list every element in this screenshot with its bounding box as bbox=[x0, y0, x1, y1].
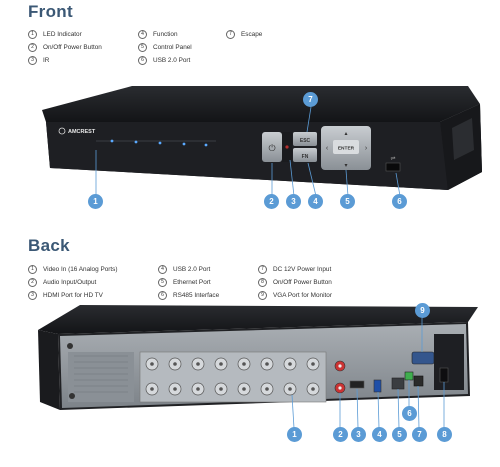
usb-icon: ⇌ bbox=[390, 155, 395, 162]
led-light bbox=[182, 142, 186, 146]
back-callout-5: 5 bbox=[392, 427, 407, 442]
front-callout-2: 2 bbox=[264, 194, 279, 209]
front-callout-3: 3 bbox=[286, 194, 301, 209]
back-title: Back bbox=[28, 236, 70, 255]
back-callout-6: 6 bbox=[402, 406, 417, 421]
brand-name: AMCREST bbox=[68, 129, 96, 135]
led-light bbox=[204, 143, 208, 147]
usb-port-back bbox=[373, 379, 382, 393]
power-button[interactable] bbox=[262, 132, 282, 162]
ethernet-port bbox=[391, 377, 405, 390]
amcrest-logo-icon bbox=[58, 127, 66, 135]
led-light bbox=[110, 139, 114, 143]
arrow-up-icon: ▴ bbox=[344, 131, 347, 137]
arrow-left-icon: ‹ bbox=[326, 145, 329, 152]
back-leader-lines bbox=[291, 318, 445, 429]
back-callout-3: 3 bbox=[351, 427, 366, 442]
front-callout-6: 6 bbox=[392, 194, 407, 209]
back-callout-8: 8 bbox=[437, 427, 452, 442]
video-input-ports bbox=[139, 351, 327, 403]
screw-icon bbox=[69, 393, 75, 399]
led-light bbox=[158, 141, 162, 145]
front-callout-1: 1 bbox=[88, 194, 103, 209]
screw-icon bbox=[67, 343, 73, 349]
back-callout-4: 4 bbox=[372, 427, 387, 442]
front-callout-5: 5 bbox=[340, 194, 355, 209]
rear-fan-vents bbox=[68, 352, 134, 402]
dc-power-input bbox=[413, 375, 424, 387]
front-title: Front bbox=[28, 2, 73, 21]
enter-button[interactable] bbox=[333, 140, 359, 154]
svg-text:ESC: ESC bbox=[300, 138, 311, 144]
back-callout-7: 7 bbox=[412, 427, 427, 442]
back-callout-1: 1 bbox=[287, 427, 302, 442]
svg-text:ENTER: ENTER bbox=[338, 146, 355, 152]
usb-port-front bbox=[385, 162, 401, 172]
led-light bbox=[134, 140, 138, 144]
arrow-right-icon: › bbox=[365, 145, 368, 152]
front-callout-4: 4 bbox=[308, 194, 323, 209]
led-indicator-strip bbox=[96, 139, 216, 147]
ir-sensor-dot bbox=[285, 145, 289, 149]
svg-text:FN: FN bbox=[302, 154, 309, 160]
side-vent-grille bbox=[452, 118, 474, 160]
power-icon: ⏻ bbox=[268, 143, 275, 153]
audio-ports bbox=[334, 360, 346, 394]
arrow-down-icon: ▾ bbox=[344, 163, 347, 169]
front-leader-lines bbox=[95, 106, 401, 197]
esc-button[interactable] bbox=[293, 132, 317, 146]
fn-button[interactable] bbox=[293, 148, 317, 162]
front-control-panel: ⏻ ESC FN ENTER ▴ ▾ ‹ › ⇌ bbox=[262, 126, 401, 172]
back-callout-2: 2 bbox=[333, 427, 348, 442]
rs485-terminal bbox=[404, 371, 414, 381]
power-section bbox=[434, 334, 464, 390]
vga-port bbox=[411, 351, 435, 365]
front-callout-7: 7 bbox=[303, 92, 318, 107]
hdmi-port bbox=[349, 380, 365, 389]
back-callout-9: 9 bbox=[415, 303, 430, 318]
rear-power-switch[interactable] bbox=[439, 367, 449, 383]
